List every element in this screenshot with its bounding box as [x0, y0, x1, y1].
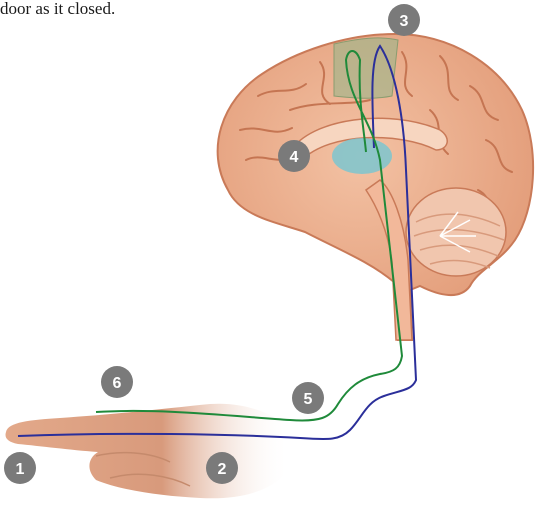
marker-2: 2 — [206, 452, 238, 484]
brain-illustration — [218, 34, 533, 340]
hand-shape — [6, 404, 291, 499]
marker-4-label: 4 — [290, 149, 299, 166]
marker-5: 5 — [292, 382, 324, 414]
marker-2-label: 2 — [218, 461, 227, 478]
cerebellum — [406, 188, 506, 276]
marker-3-label: 3 — [400, 13, 409, 30]
marker-4: 4 — [278, 140, 310, 172]
marker-1-label: 1 — [16, 461, 25, 478]
marker-3: 3 — [388, 4, 420, 36]
marker-6-label: 6 — [113, 375, 122, 392]
marker-6: 6 — [101, 366, 133, 398]
thalamus-highlight — [332, 138, 392, 174]
cortex-region — [334, 38, 398, 98]
hand-illustration — [6, 404, 291, 499]
marker-1: 1 — [4, 452, 36, 484]
marker-5-label: 5 — [304, 391, 313, 408]
